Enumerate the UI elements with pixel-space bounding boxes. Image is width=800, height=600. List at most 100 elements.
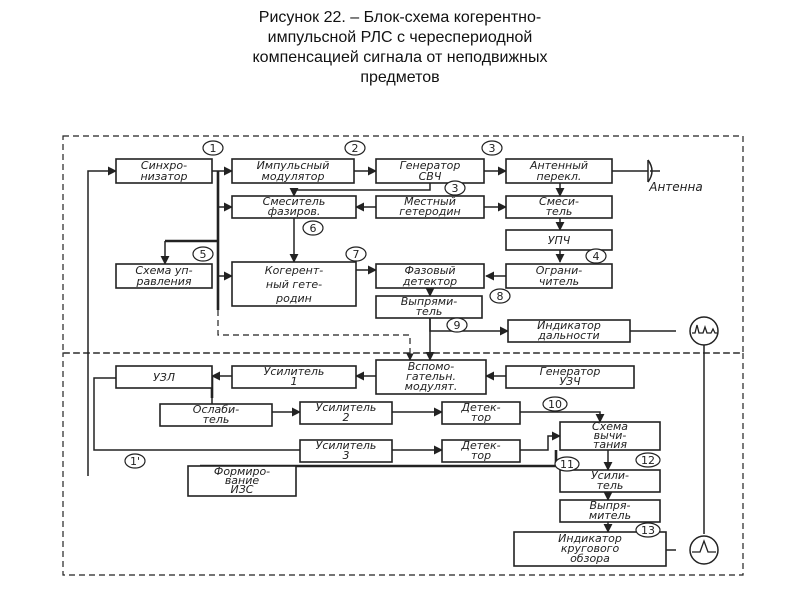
block-labels: Синхро- низатор Импульсный модулятор Ген… bbox=[135, 159, 702, 565]
block-text: перекл. bbox=[537, 170, 582, 183]
marker-circle bbox=[192, 246, 214, 262]
marker-circle bbox=[542, 396, 568, 412]
marker-number: 6 bbox=[310, 222, 317, 235]
block-limiter bbox=[505, 263, 613, 289]
marker-number: 4 bbox=[593, 250, 600, 263]
block-text: Формиро- bbox=[214, 465, 270, 478]
block-text: равления bbox=[136, 275, 192, 288]
block-text: Импульсный bbox=[257, 159, 330, 172]
ppi-scope-icon bbox=[689, 535, 719, 565]
block-formation bbox=[187, 465, 297, 497]
block-text: Детек- bbox=[460, 439, 500, 452]
block-upch bbox=[505, 229, 613, 251]
block-text: Когерент- bbox=[265, 264, 323, 277]
block-pulse-modulator bbox=[231, 158, 355, 184]
block-text: Генератор bbox=[540, 365, 601, 378]
block-text: Синхро- bbox=[141, 159, 187, 172]
antenna-label: Антенна bbox=[648, 180, 702, 194]
block-text: модулят. bbox=[405, 380, 458, 393]
marker-number: 3 bbox=[489, 142, 496, 155]
block-text: Антенный bbox=[529, 159, 588, 172]
block-text: тания bbox=[593, 438, 627, 451]
block-text: тель bbox=[203, 413, 230, 426]
range-scope-icon bbox=[689, 316, 719, 346]
marker-circle bbox=[202, 140, 224, 156]
block-text: кругового bbox=[561, 542, 620, 555]
marker-number: 10 bbox=[548, 398, 562, 411]
block-udl bbox=[115, 365, 213, 389]
marker-circle bbox=[489, 288, 511, 304]
block-text: гетеродин bbox=[399, 205, 460, 218]
block-range-indicator bbox=[507, 319, 631, 343]
block-antenna-switch bbox=[505, 158, 613, 184]
marker-number: 5 bbox=[200, 248, 207, 261]
block-amp-1 bbox=[231, 365, 357, 389]
figure-caption: Рисунок 22. – Блок-схема когерентно- имп… bbox=[150, 8, 650, 88]
marker-circle bbox=[302, 220, 324, 236]
block-text: 3 bbox=[343, 449, 350, 462]
block-mixer bbox=[505, 195, 613, 219]
block-ppi bbox=[513, 531, 667, 567]
caption-line: импульсной РЛС с череспериодной bbox=[267, 29, 533, 46]
marker-number: 2 bbox=[352, 142, 359, 155]
block-text: Усили- bbox=[591, 469, 629, 482]
block-text: тор bbox=[471, 411, 491, 424]
marker-number: 9 bbox=[454, 319, 461, 332]
block-text: родин bbox=[275, 292, 312, 305]
block-text: Смеситель bbox=[263, 195, 326, 208]
block-text: вычи- bbox=[594, 429, 627, 442]
block-text: Фазовый bbox=[404, 264, 455, 277]
block-rectifier-2 bbox=[559, 499, 661, 523]
block-text: Усилитель bbox=[316, 439, 377, 452]
block-text: тель bbox=[597, 479, 624, 492]
block-text: детектор bbox=[402, 275, 457, 288]
block-attenuator bbox=[159, 403, 273, 427]
block-text: обзора bbox=[570, 552, 610, 565]
block-text: УПЧ bbox=[548, 234, 571, 247]
block-subtraction bbox=[559, 421, 661, 451]
marker-circle bbox=[635, 452, 661, 468]
block-amp-2 bbox=[299, 401, 393, 425]
block-text: Вспомо- bbox=[408, 360, 455, 373]
block-text: тель bbox=[416, 305, 443, 318]
block-generator-uzch bbox=[505, 365, 635, 389]
block-text: читель bbox=[539, 275, 579, 288]
marker-number: 1 bbox=[210, 142, 217, 155]
marker-circle bbox=[481, 140, 503, 156]
block-text: вание bbox=[225, 474, 260, 487]
block-text: Усилитель bbox=[316, 401, 377, 414]
block-coherent-oscillator bbox=[231, 261, 357, 307]
block-text: Усилитель bbox=[264, 365, 325, 378]
marker-number: 11 bbox=[560, 458, 574, 471]
marker-number: 7 bbox=[353, 248, 360, 261]
block-text: УЗЛ bbox=[153, 371, 175, 384]
block-text: модулятор bbox=[262, 170, 325, 183]
block-text: митель bbox=[589, 509, 631, 522]
blocks bbox=[115, 158, 667, 567]
block-text: тель bbox=[546, 205, 573, 218]
marker-circle bbox=[635, 522, 661, 538]
block-text: 1 bbox=[291, 375, 298, 388]
block-sync bbox=[115, 158, 213, 184]
block-control bbox=[115, 263, 213, 289]
caption-line: Рисунок 22. – Блок-схема когерентно- bbox=[258, 9, 542, 26]
block-text: ИЗС bbox=[231, 483, 254, 496]
block-amp-3 bbox=[299, 439, 393, 463]
block-text: низатор bbox=[140, 170, 187, 183]
block-text: гательн. bbox=[406, 370, 456, 383]
marker-circle bbox=[345, 246, 367, 262]
marker-number: 8 bbox=[497, 290, 504, 303]
block-text: Местный bbox=[404, 195, 456, 208]
marker-number: 12 bbox=[641, 454, 655, 467]
block-text: Ослаби- bbox=[193, 403, 239, 416]
block-text: Ограни- bbox=[536, 264, 583, 277]
block-text: УЗЧ bbox=[559, 375, 581, 388]
block-aux-modulator bbox=[375, 359, 487, 395]
block-text: Генератор bbox=[400, 159, 461, 172]
marker-circle bbox=[124, 453, 146, 469]
marker-number: 13 bbox=[641, 524, 655, 537]
top-section-frame bbox=[62, 135, 744, 354]
block-text: 2 bbox=[343, 411, 350, 424]
block-text: Схема уп- bbox=[135, 264, 192, 277]
